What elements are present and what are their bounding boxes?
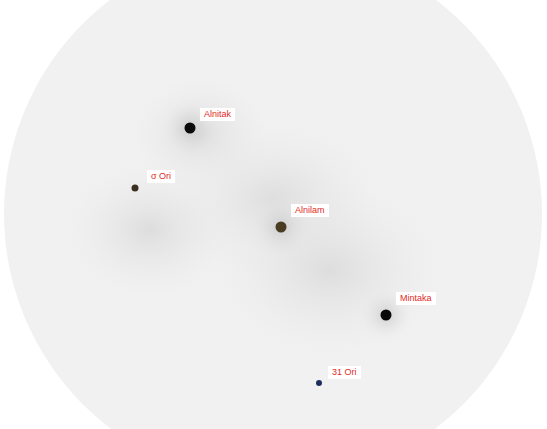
star bbox=[132, 185, 139, 192]
star-label: Alnitak bbox=[200, 108, 235, 121]
star bbox=[276, 222, 287, 233]
star bbox=[185, 123, 196, 134]
star bbox=[381, 310, 392, 321]
star bbox=[316, 380, 322, 386]
star-label: Alnilam bbox=[291, 204, 329, 217]
star-label: Mintaka bbox=[396, 292, 436, 305]
star-label: 31 Ori bbox=[328, 366, 361, 379]
star-label: σ Ori bbox=[147, 170, 175, 183]
